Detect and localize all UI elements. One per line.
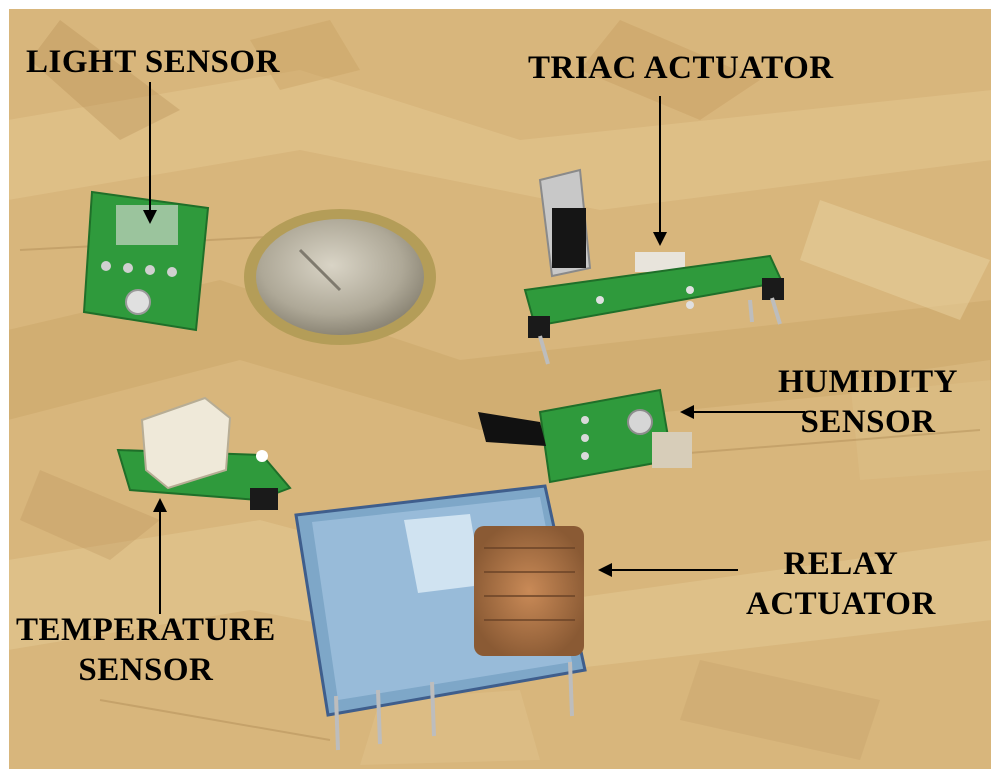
relay-line-2: ACTUATOR [746,586,936,622]
wood-background [8,8,992,770]
temperature-line-2: SENSOR [78,652,214,688]
humidity-sensor-label: HUMIDITY SENSOR [778,362,958,442]
temperature-sensor-board [116,396,292,510]
humidity-line-1: HUMIDITY [778,364,959,400]
humidity-line-2: SENSOR [800,404,936,440]
temperature-sensor-label: TEMPERATURE SENSOR [16,610,276,690]
triac-actuator-board [523,168,784,365]
relay-actuator-label: RELAY ACTUATOR [746,544,936,624]
light-sensor-label: LIGHT SENSOR [26,44,280,80]
triac-actuator-label: TRIAC ACTUATOR [528,50,834,86]
relay-actuator [294,484,587,751]
annotation-arrows [143,82,805,614]
light-sensor-board [82,190,210,332]
humidity-sensor-board [478,388,692,484]
coin [244,209,436,345]
temperature-line-1: TEMPERATURE [16,612,276,648]
relay-line-1: RELAY [783,546,899,582]
